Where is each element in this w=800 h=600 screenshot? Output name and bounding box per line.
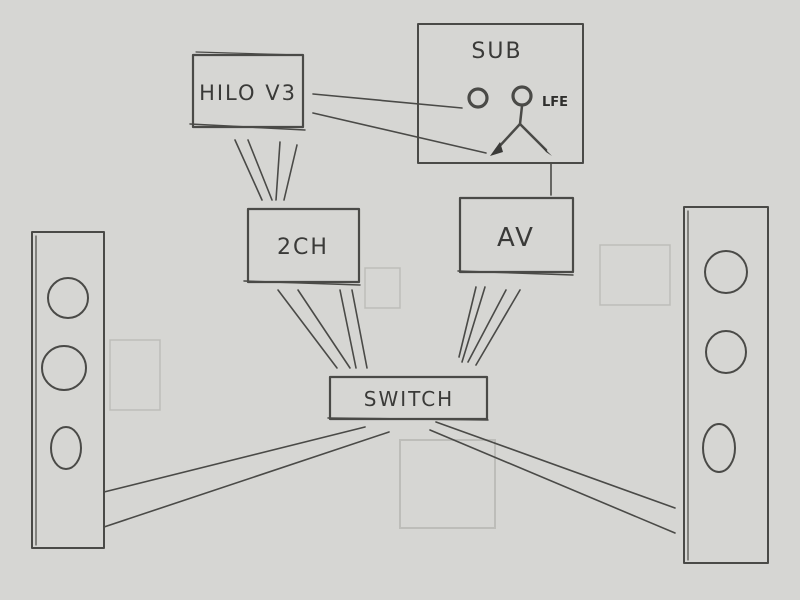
- left-speaker-driver-top: [47, 277, 89, 319]
- sub-input-jack-left: [467, 87, 489, 109]
- switch-node: SWITCH: [327, 375, 489, 421]
- sub-label: SUB: [471, 39, 522, 64]
- sub-lfe-label: LFE: [542, 95, 568, 110]
- hilo-label: HILO V3: [199, 81, 297, 105]
- two-ch-label: 2CH: [277, 235, 329, 260]
- edge-hilo-to-sub: [312, 93, 487, 154]
- switch-label: SWITCH: [364, 387, 454, 411]
- left-speaker: [31, 231, 105, 549]
- left-speaker-driver-bottom: [50, 426, 82, 470]
- y-splitter-icon: [490, 104, 552, 156]
- edge-av-to-switch: [458, 286, 521, 366]
- edge-two-ch-to-switch: [277, 289, 368, 369]
- sub-node: SUB LFE: [417, 23, 584, 164]
- hilo-node: HILO V3: [189, 51, 306, 131]
- sub-input-jack-lfe: [511, 85, 533, 107]
- erased-sketch-marks: [109, 244, 671, 529]
- edge-switch-to-right-speaker: [429, 421, 676, 534]
- right-speaker: [683, 206, 769, 564]
- right-speaker-driver-middle: [705, 330, 747, 374]
- left-speaker-driver-middle: [41, 345, 87, 391]
- edge-switch-to-left-speaker: [103, 426, 390, 528]
- av-node: AV: [457, 196, 575, 276]
- right-speaker-driver-top: [704, 250, 748, 294]
- av-label: AV: [497, 223, 535, 253]
- edge-hilo-to-two-ch: [234, 139, 298, 201]
- right-speaker-driver-bottom: [702, 423, 736, 473]
- two-ch-node: 2CH: [243, 207, 361, 286]
